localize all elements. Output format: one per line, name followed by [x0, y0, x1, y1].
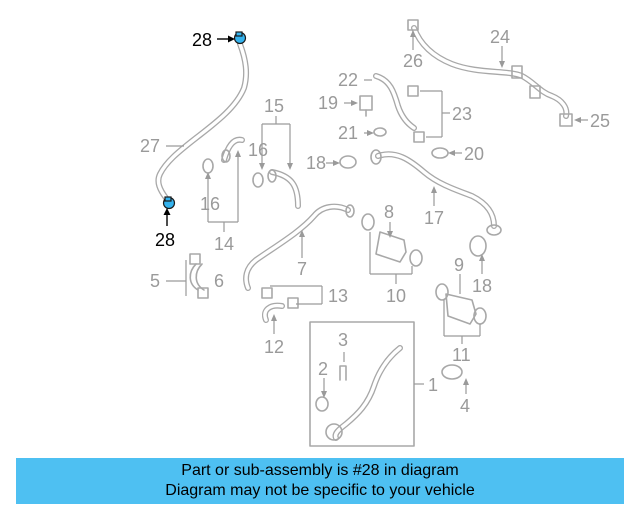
- callout-6: 6: [214, 271, 224, 291]
- part-23-clips: [407, 85, 425, 143]
- part-20-clamp: [431, 147, 449, 159]
- callout-22: 22: [338, 70, 358, 90]
- callout-11: 11: [452, 345, 471, 365]
- callout-18a: 18: [306, 153, 326, 173]
- callout-1: 1: [428, 375, 438, 395]
- callout-3: 3: [338, 330, 348, 350]
- callout-15: 15: [264, 96, 284, 116]
- callout-25: 25: [590, 111, 610, 131]
- callout-20: 20: [464, 144, 484, 164]
- part-28-clip-upper[interactable]: [233, 31, 247, 45]
- part-21-plug: [373, 127, 387, 137]
- callout-16a: 16: [200, 194, 220, 214]
- callout-24: 24: [490, 27, 510, 47]
- part-13-clip: [261, 287, 299, 309]
- callout-5: 5: [150, 271, 160, 291]
- part-25-clip: [559, 113, 573, 127]
- part-16-hose: [202, 136, 245, 174]
- callout-4: 4: [460, 396, 470, 416]
- part-28-clip-lower[interactable]: [162, 196, 176, 210]
- callout-21: 21: [338, 123, 358, 143]
- part-24-pipe: [411, 25, 570, 119]
- part-28-leader-lower: [163, 208, 171, 226]
- callout-23: 23: [452, 104, 472, 124]
- info-banner: Part or sub-assembly is #28 in diagram D…: [16, 458, 624, 504]
- part-19-sensor: [359, 95, 373, 117]
- callout-10: 10: [386, 286, 406, 306]
- callout-27: 27: [140, 136, 160, 156]
- part-6-clip: [189, 253, 209, 299]
- part-7-pipe: [243, 203, 355, 291]
- banner-line-part: Part or sub-assembly is #28 in diagram: [181, 462, 459, 479]
- part-28-leader-upper: [217, 35, 235, 43]
- callout-16b: 16: [248, 140, 268, 160]
- part-1-hose-box: [309, 321, 415, 447]
- callout-labels: 1 2 3 4 5 6 7 8 9 10 11 12 13 14 15 16 1…: [140, 27, 610, 416]
- callout-12: 12: [264, 337, 284, 357]
- part-18-oring: [339, 155, 487, 257]
- callout-18b: 18: [472, 276, 492, 296]
- callout-17: 17: [424, 208, 444, 228]
- part-15-hose: [252, 169, 301, 209]
- part-27-hose: [155, 41, 250, 201]
- callout-14: 14: [214, 234, 234, 254]
- callout-19: 19: [318, 93, 338, 113]
- callout-28-upper[interactable]: 28: [192, 30, 212, 50]
- callout-26: 26: [403, 51, 423, 71]
- callout-13: 13: [328, 286, 348, 306]
- part-12-hose: [262, 302, 285, 323]
- part-8-sleeve: [361, 213, 423, 267]
- callout-8: 8: [384, 202, 394, 222]
- callout-7: 7: [297, 259, 307, 279]
- part-4-clamp: [441, 364, 463, 380]
- part-22-hose: [373, 73, 417, 131]
- callout-9: 9: [454, 255, 464, 275]
- part-17-pipe: [370, 149, 502, 236]
- banner-line-disclaimer: Diagram may not be specific to your vehi…: [165, 482, 475, 499]
- callout-2: 2: [318, 359, 328, 379]
- callout-28-lower[interactable]: 28: [155, 230, 175, 250]
